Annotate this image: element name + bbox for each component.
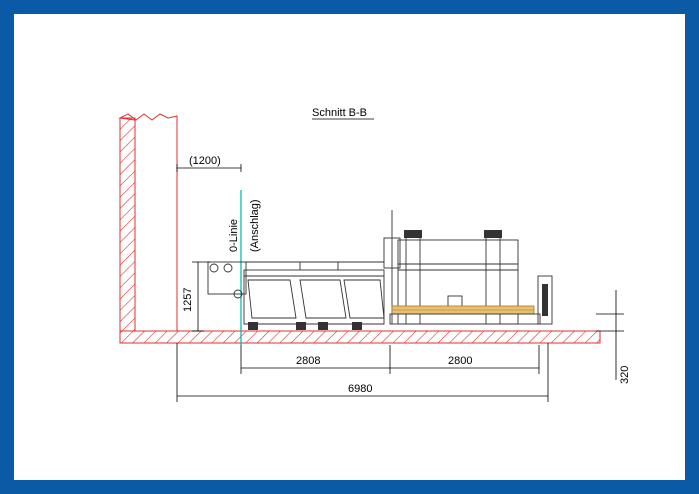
dimension-6980: 6980	[348, 383, 372, 395]
dimension-1257: 1257	[182, 288, 194, 312]
machine-left-unit	[207, 261, 385, 330]
zero-line-label: 0-Linie	[228, 219, 240, 252]
dimension-1200: (1200)	[189, 155, 221, 167]
dimension-320: 320	[619, 366, 631, 384]
zero-line-sublabel: (Anschlag)	[249, 199, 261, 252]
section-title: Schnitt B-B	[312, 107, 367, 119]
dimensions	[176, 118, 624, 402]
dimension-2808: 2808	[296, 355, 320, 367]
floor	[119, 330, 601, 344]
machine-right-unit	[383, 210, 553, 325]
wall	[118, 113, 178, 332]
dimension-2800: 2800	[448, 355, 472, 367]
